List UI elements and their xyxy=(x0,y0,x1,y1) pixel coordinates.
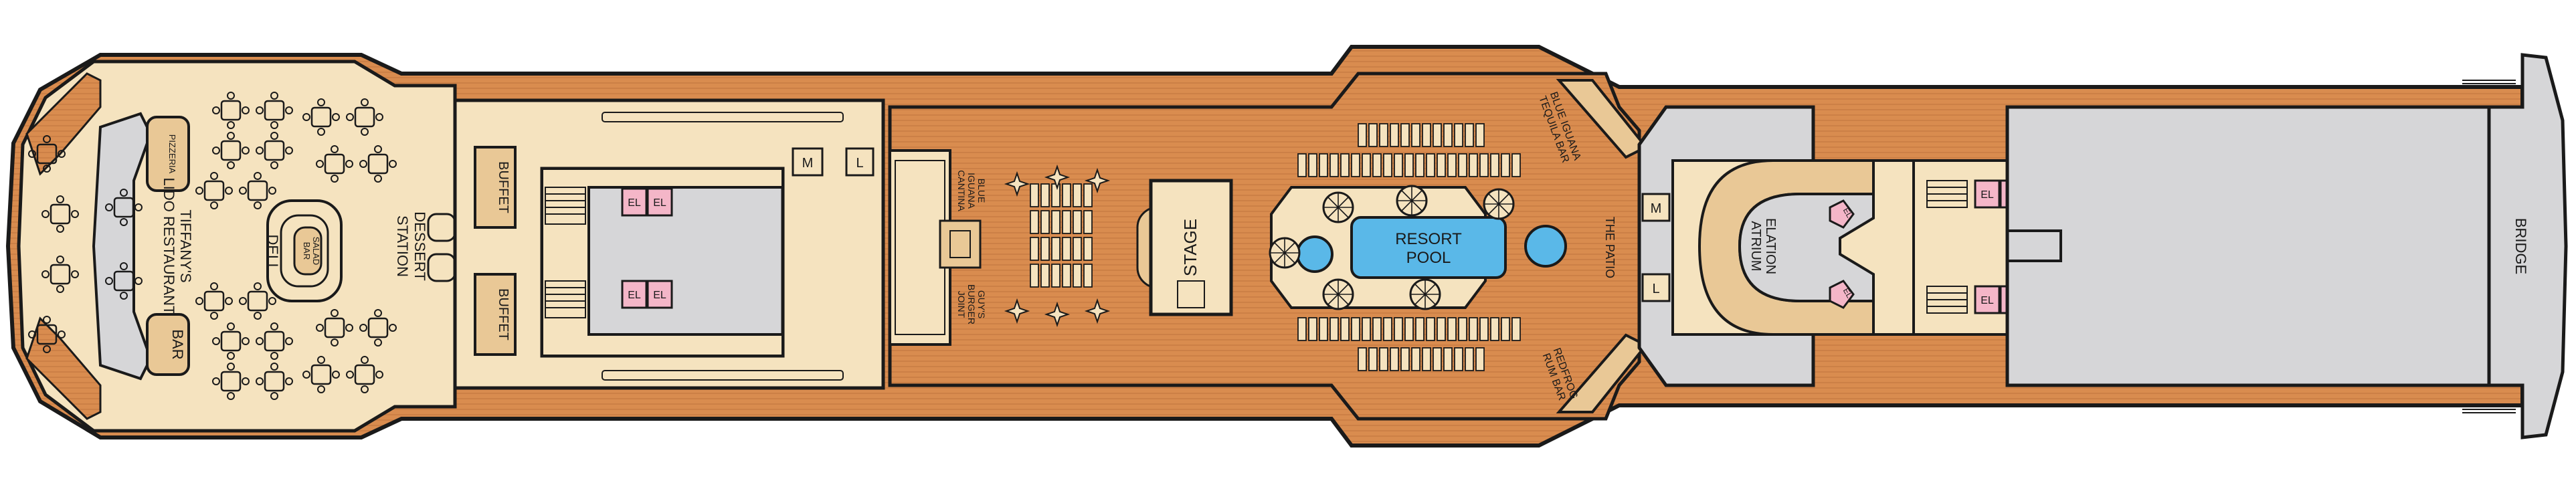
walkway-rails xyxy=(602,112,844,381)
bridge-label: BRIDGE xyxy=(2512,218,2529,274)
pizzeria[interactable]: PIZZERIA xyxy=(146,116,190,192)
pizzeria-label: PIZZERIA xyxy=(167,134,177,174)
buffet-bottom-label: BUFFET xyxy=(496,288,511,340)
elevator-label: EL xyxy=(1981,189,1994,201)
buffet-bottom[interactable]: BUFFET xyxy=(474,273,517,356)
dessert-label-line1: DESSERT xyxy=(411,211,428,281)
lido-label-line2: LIDO RESTAURANT xyxy=(161,178,177,315)
guys-line2: BURGER xyxy=(966,284,977,324)
guys-line3: JOINT xyxy=(956,291,967,318)
aft-bar[interactable]: BAR xyxy=(146,313,190,376)
elation-label-line1: ELATION xyxy=(1763,218,1778,274)
stairs-fwd xyxy=(1926,180,1968,314)
the-patio-label[interactable]: THE PATIO xyxy=(1603,217,1617,278)
elevator-label: EL xyxy=(1841,206,1855,219)
salad-bar[interactable]: SALAD BAR xyxy=(293,226,323,276)
elevator-label: EL xyxy=(1841,286,1855,300)
guys-burger-joint[interactable]: GUY'S BURGER JOINT xyxy=(956,284,987,324)
bar-label: BAR xyxy=(169,329,186,359)
elevator-label: EL xyxy=(653,290,666,301)
restroom-l-label: L xyxy=(1652,282,1659,296)
blue-iguana-line2: IGUANA xyxy=(966,173,977,209)
restroom-l-aft[interactable]: L xyxy=(845,147,875,177)
buffet-top[interactable]: BUFFET xyxy=(474,146,517,229)
whirlpool[interactable] xyxy=(1524,225,1567,268)
elevator-label: EL xyxy=(628,290,641,301)
restroom-l-fwd[interactable]: L xyxy=(1641,273,1671,302)
blue-iguana-cantina[interactable]: BLUE IGUANA CANTINA xyxy=(956,170,987,211)
resort-pool-area[interactable]: RESORT POOL xyxy=(1270,186,1567,309)
resort-pool-line2: POOL xyxy=(1406,249,1451,267)
food-kiosk xyxy=(889,149,982,346)
salad-label-line2: BAR xyxy=(302,242,312,260)
blue-iguana-line1: BLUE xyxy=(976,179,987,203)
deli-label: DELI xyxy=(264,235,281,268)
restroom-m-label: M xyxy=(1651,201,1662,216)
bridge-area xyxy=(2487,53,2568,439)
restroom-m-label: M xyxy=(802,156,814,171)
resort-pool[interactable] xyxy=(1350,216,1507,279)
atrium-glass-elevators[interactable]: EL EL xyxy=(1829,199,1855,309)
restroom-m-fwd[interactable]: M xyxy=(1641,193,1671,222)
restroom-m-aft[interactable]: M xyxy=(792,147,824,177)
restroom-l-label: L xyxy=(856,156,863,171)
elevator-label: EL xyxy=(628,197,641,209)
guys-line1: GUY'S xyxy=(976,290,987,318)
elevator-label: EL xyxy=(1981,295,1994,306)
blue-iguana-line3: CANTINA xyxy=(956,170,967,211)
aft-notch xyxy=(92,112,153,381)
elation-label-line2: ATRIUM xyxy=(1748,221,1763,271)
forward-rails xyxy=(2462,80,2516,413)
resort-pool-line1: RESORT xyxy=(1395,230,1462,248)
elevator-label: EL xyxy=(653,197,666,209)
salad-label-line1: SALAD xyxy=(311,237,321,266)
forward-void xyxy=(2005,105,2491,387)
stage-label: STAGE xyxy=(1180,219,1200,276)
splash-pool[interactable] xyxy=(1296,235,1333,273)
lido-label-line1: TIFFANY'S xyxy=(177,209,194,282)
stage[interactable]: STAGE xyxy=(1136,179,1233,316)
stairs-aft xyxy=(545,187,586,318)
dessert-label-line2: STATION xyxy=(394,215,411,277)
dessert-station[interactable]: DESSERT STATION xyxy=(394,211,456,282)
elevators-aft[interactable]: EL EL EL EL xyxy=(621,187,673,309)
buffet-top-label: BUFFET xyxy=(496,161,511,213)
